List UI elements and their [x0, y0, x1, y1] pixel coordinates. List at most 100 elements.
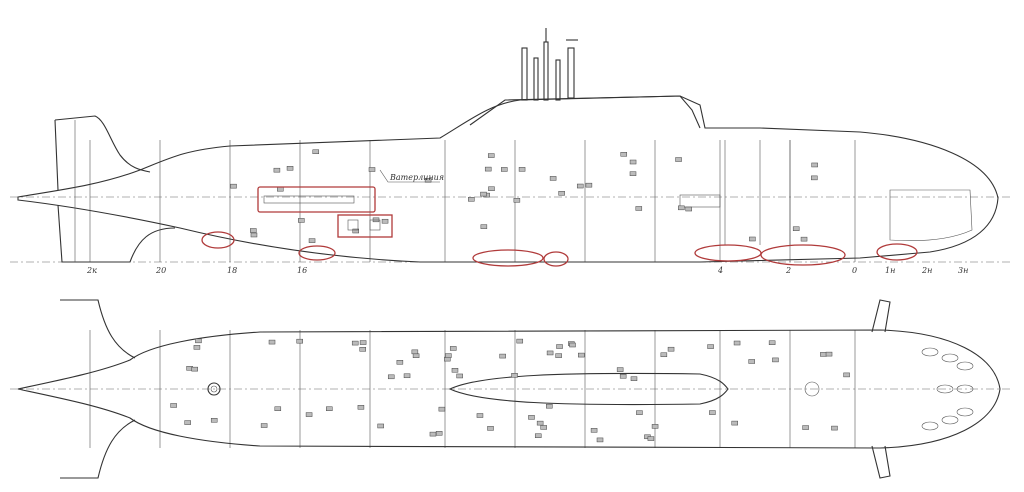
hull-port — [576, 183, 584, 189]
hull-port — [629, 171, 637, 176]
frame-label: 2 — [785, 266, 791, 275]
hull-port — [487, 426, 494, 431]
hull-port — [451, 368, 459, 373]
torpedo-hatch — [956, 384, 974, 394]
hull-port — [296, 338, 303, 344]
hull-port — [768, 340, 776, 345]
hull-port — [396, 360, 404, 365]
hull-port — [569, 342, 576, 348]
hull-port — [511, 373, 518, 378]
highlight-box — [257, 186, 376, 213]
hull-port — [540, 425, 547, 430]
frame-label: 0 — [852, 266, 857, 275]
hull-port — [731, 420, 738, 426]
frame-label: 3н — [958, 266, 968, 275]
hull-port — [549, 176, 557, 181]
hull-port — [260, 423, 268, 428]
torpedo-hatch — [956, 361, 974, 371]
side-profile-view: Ватерлиния 2к 20 18 16 4 2 0 1н 2н 3н — [10, 28, 1010, 275]
hull-port — [298, 218, 305, 223]
hull-port — [480, 224, 488, 229]
hull-port — [488, 186, 495, 191]
frame-label: 2к — [86, 266, 97, 275]
hull-port — [195, 338, 202, 344]
hull-port — [305, 412, 313, 417]
frame-lines-bottom — [89, 330, 856, 448]
highlight-marks — [201, 186, 918, 267]
stabilizer-lower — [60, 419, 136, 479]
hull-outline-plan — [17, 329, 1001, 449]
highlight-ellipse — [201, 231, 235, 249]
frame-label: 4 — [717, 266, 723, 275]
hull-port — [484, 166, 492, 172]
hull-port — [387, 374, 395, 380]
waterline-label: Ватерлиния — [389, 173, 444, 182]
hull-port — [620, 152, 628, 157]
hull-port — [843, 372, 850, 378]
ports-top — [230, 149, 818, 243]
hull-port — [518, 167, 526, 172]
hull-port — [811, 162, 818, 168]
hull-port — [352, 228, 359, 234]
hull-port — [709, 410, 716, 415]
hull-outline-side — [17, 95, 999, 263]
hull-port — [546, 403, 553, 409]
hull-port — [800, 236, 808, 242]
hull-port — [802, 425, 809, 430]
hull-port — [456, 373, 463, 379]
hull-port — [651, 424, 659, 429]
frame-label: 20 — [155, 266, 166, 275]
hull-port — [286, 166, 294, 171]
hull-port — [585, 182, 593, 188]
hull-port — [429, 431, 437, 437]
hull-port — [678, 205, 685, 211]
frame-label: 16 — [297, 266, 307, 275]
torpedo-hatch — [936, 384, 954, 394]
hull-port — [528, 415, 535, 420]
hull-port — [772, 357, 779, 363]
hull-port — [630, 376, 638, 381]
hull-port — [184, 420, 191, 425]
hull-port — [616, 367, 624, 372]
hull-port — [381, 218, 389, 224]
hull-port — [685, 206, 692, 212]
hull-port — [274, 406, 282, 411]
hull-port — [277, 186, 284, 192]
hull-port — [534, 433, 542, 438]
hull-port — [596, 437, 604, 443]
hull-port — [811, 175, 818, 181]
stabilizer-upper — [60, 299, 136, 359]
hull-port — [635, 206, 643, 211]
hull-port — [435, 431, 443, 436]
torpedo-hatch — [921, 347, 939, 357]
hull-port — [501, 167, 508, 172]
hull-port — [326, 406, 333, 411]
hull-port — [667, 346, 675, 352]
hull-port — [268, 339, 276, 345]
hull-port — [619, 374, 627, 379]
torpedo-hatch — [941, 353, 959, 363]
hull-port — [536, 420, 544, 426]
highlight-ellipse — [876, 243, 918, 261]
hull-port — [411, 349, 419, 355]
hull-port — [357, 405, 365, 410]
hull-port — [820, 352, 827, 357]
hull-port — [558, 191, 565, 196]
hull-port — [629, 159, 637, 165]
hull-port — [308, 238, 316, 243]
hull-port — [749, 236, 756, 242]
torpedo-hatch — [921, 421, 939, 431]
sail-outline-plan — [448, 372, 729, 406]
frame-label: 18 — [227, 266, 237, 275]
hull-port — [546, 350, 554, 356]
hull-port — [748, 359, 755, 364]
hull-port — [733, 340, 741, 346]
highlight-ellipse — [298, 245, 336, 261]
hull-port — [210, 417, 218, 423]
torpedo-hatch — [956, 407, 974, 417]
torpedo-hatches — [921, 347, 974, 431]
hull-port — [273, 167, 281, 173]
hull-port — [170, 403, 177, 408]
hull-port — [403, 373, 411, 379]
